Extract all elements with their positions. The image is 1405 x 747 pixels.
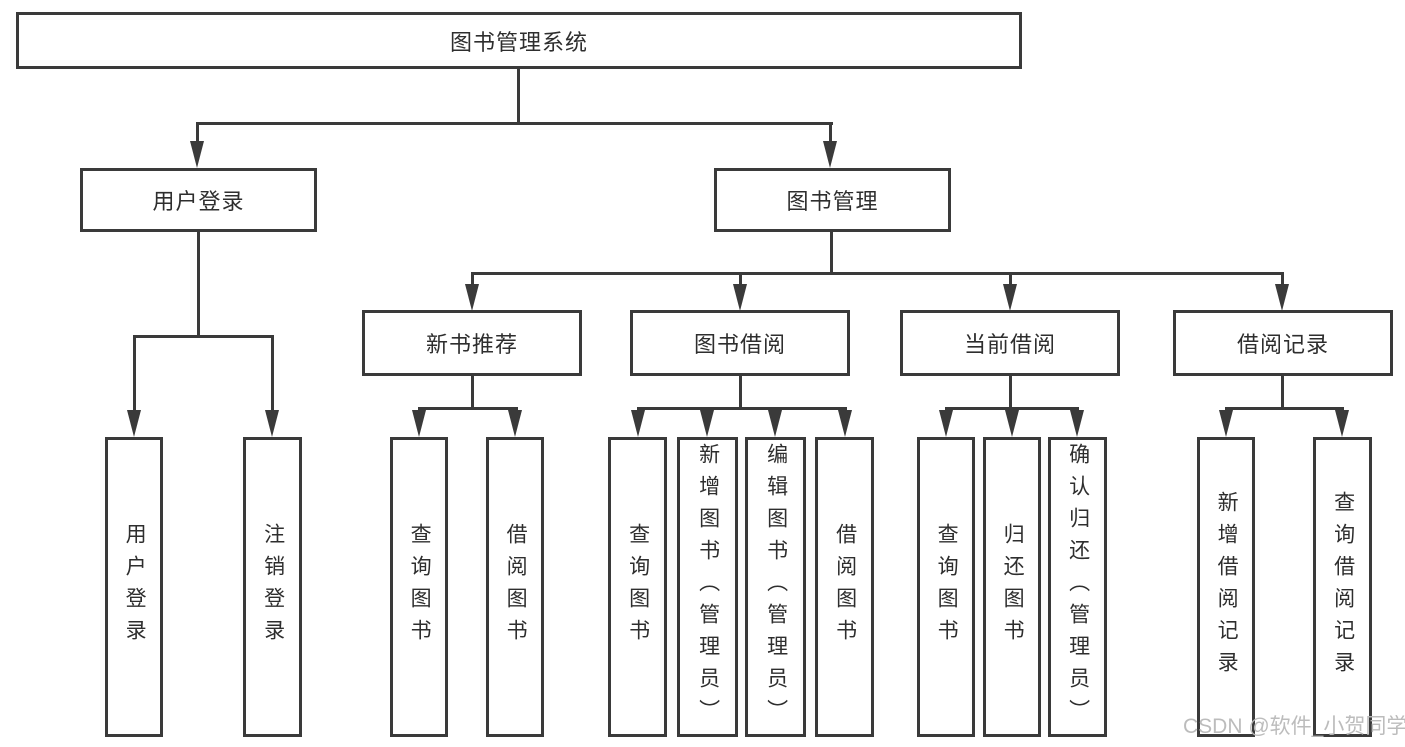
connector-book-mgmt-arm-1 — [471, 272, 474, 286]
leaf-user-login-label: 用户登录 — [123, 523, 147, 651]
arrow-down-icon — [838, 410, 852, 437]
arrow-down-icon — [265, 410, 279, 437]
arrow-down-icon — [1275, 284, 1289, 311]
connector-book-borrow-crossbar — [637, 407, 847, 410]
leaf-edit-books-admin: 编辑图书（管理员） — [745, 437, 806, 737]
arrow-down-icon — [823, 141, 837, 168]
leaf-add-borrow-record: 新增借阅记录 — [1197, 437, 1255, 737]
leaf-return-books: 归还图书 — [983, 437, 1041, 737]
arrow-down-icon — [768, 410, 782, 437]
connector-user-login-arm-left — [133, 335, 136, 411]
arrow-down-icon — [465, 284, 479, 311]
node-book-management-label: 图书管理 — [786, 189, 879, 214]
leaf-borrow-books-1-label: 借阅图书 — [504, 523, 528, 651]
leaf-query-books-2-label: 查询图书 — [626, 523, 650, 651]
arrow-down-icon — [1003, 284, 1017, 311]
connector-borrow-records-stem — [1281, 376, 1284, 407]
connector-current-borrow-crossbar — [945, 407, 1079, 410]
node-book-borrow: 图书借阅 — [630, 310, 850, 376]
connector-book-mgmt-arm-4 — [1281, 272, 1284, 286]
node-root-library-system: 图书管理系统 — [16, 12, 1022, 69]
arrow-down-icon — [1005, 410, 1019, 437]
arrow-down-icon — [412, 410, 426, 437]
leaf-query-borrow-record: 查询借阅记录 — [1313, 437, 1372, 737]
connector-user-login-arm-right — [271, 335, 274, 411]
connector-user-login-crossbar — [133, 335, 274, 338]
node-user-login: 用户登录 — [80, 168, 317, 232]
node-new-book-recommend: 新书推荐 — [362, 310, 582, 376]
leaf-confirm-return-admin: 确认归还（管理员） — [1048, 437, 1107, 737]
leaf-add-borrow-record-label: 新增借阅记录 — [1215, 491, 1239, 683]
leaf-query-borrow-record-label: 查询借阅记录 — [1331, 491, 1355, 683]
leaf-user-login: 用户登录 — [105, 437, 163, 737]
connector-root-stem — [517, 69, 520, 122]
connector-book-mgmt-crossbar — [471, 272, 1283, 275]
leaf-borrow-books-2: 借阅图书 — [815, 437, 874, 737]
node-user-login-label: 用户登录 — [152, 189, 245, 214]
leaf-query-books-3-label: 查询图书 — [935, 523, 959, 651]
arrow-down-icon — [939, 410, 953, 437]
connector-book-borrow-stem — [739, 376, 742, 407]
node-book-borrow-label: 图书借阅 — [693, 332, 786, 357]
arrow-down-icon — [733, 284, 747, 311]
arrow-down-icon — [190, 141, 204, 168]
csdn-watermark: CSDN @软件_小贺同学 — [1183, 715, 1405, 738]
leaf-query-books-1: 查询图书 — [390, 437, 448, 737]
connector-new-book-stem — [471, 376, 474, 407]
leaf-edit-books-admin-label: 编辑图书（管理员） — [764, 443, 788, 731]
leaf-logout: 注销登录 — [243, 437, 302, 737]
leaf-query-books-3: 查询图书 — [917, 437, 975, 737]
arrow-down-icon — [1219, 410, 1233, 437]
arrow-down-icon — [700, 410, 714, 437]
node-current-borrow-label: 当前借阅 — [963, 332, 1056, 357]
arrow-down-icon — [127, 410, 141, 437]
leaf-query-books-1-label: 查询图书 — [408, 523, 432, 651]
connector-user-login-stem — [197, 232, 200, 335]
node-root-label: 图书管理系统 — [449, 29, 588, 55]
connector-root-arm-left — [196, 122, 199, 144]
leaf-add-books-admin-label: 新增图书（管理员） — [696, 443, 720, 731]
leaf-borrow-books-1: 借阅图书 — [486, 437, 544, 737]
node-borrow-records: 借阅记录 — [1173, 310, 1393, 376]
node-book-management: 图书管理 — [714, 168, 951, 232]
leaf-query-books-2: 查询图书 — [608, 437, 667, 737]
connector-new-book-crossbar — [418, 407, 518, 410]
arrow-down-icon — [631, 410, 645, 437]
connector-book-mgmt-arm-3 — [1009, 272, 1012, 286]
connector-root-arm-right — [829, 122, 832, 144]
node-current-borrow: 当前借阅 — [900, 310, 1120, 376]
connector-book-mgmt-arm-2 — [739, 272, 742, 286]
leaf-return-books-label: 归还图书 — [1001, 523, 1025, 651]
leaf-borrow-books-2-label: 借阅图书 — [833, 523, 857, 651]
leaf-add-books-admin: 新增图书（管理员） — [677, 437, 738, 737]
arrow-down-icon — [1335, 410, 1349, 437]
node-borrow-records-label: 借阅记录 — [1236, 332, 1329, 357]
connector-current-borrow-stem — [1009, 376, 1012, 407]
arrow-down-icon — [1070, 410, 1084, 437]
leaf-confirm-return-admin-label: 确认归还（管理员） — [1066, 443, 1090, 731]
connector-root-crossbar — [196, 122, 833, 125]
connector-book-mgmt-stem — [830, 232, 833, 272]
connector-borrow-records-crossbar — [1225, 407, 1344, 410]
arrow-down-icon — [508, 410, 522, 437]
leaf-logout-label: 注销登录 — [261, 523, 285, 651]
node-new-book-recommend-label: 新书推荐 — [425, 332, 518, 357]
